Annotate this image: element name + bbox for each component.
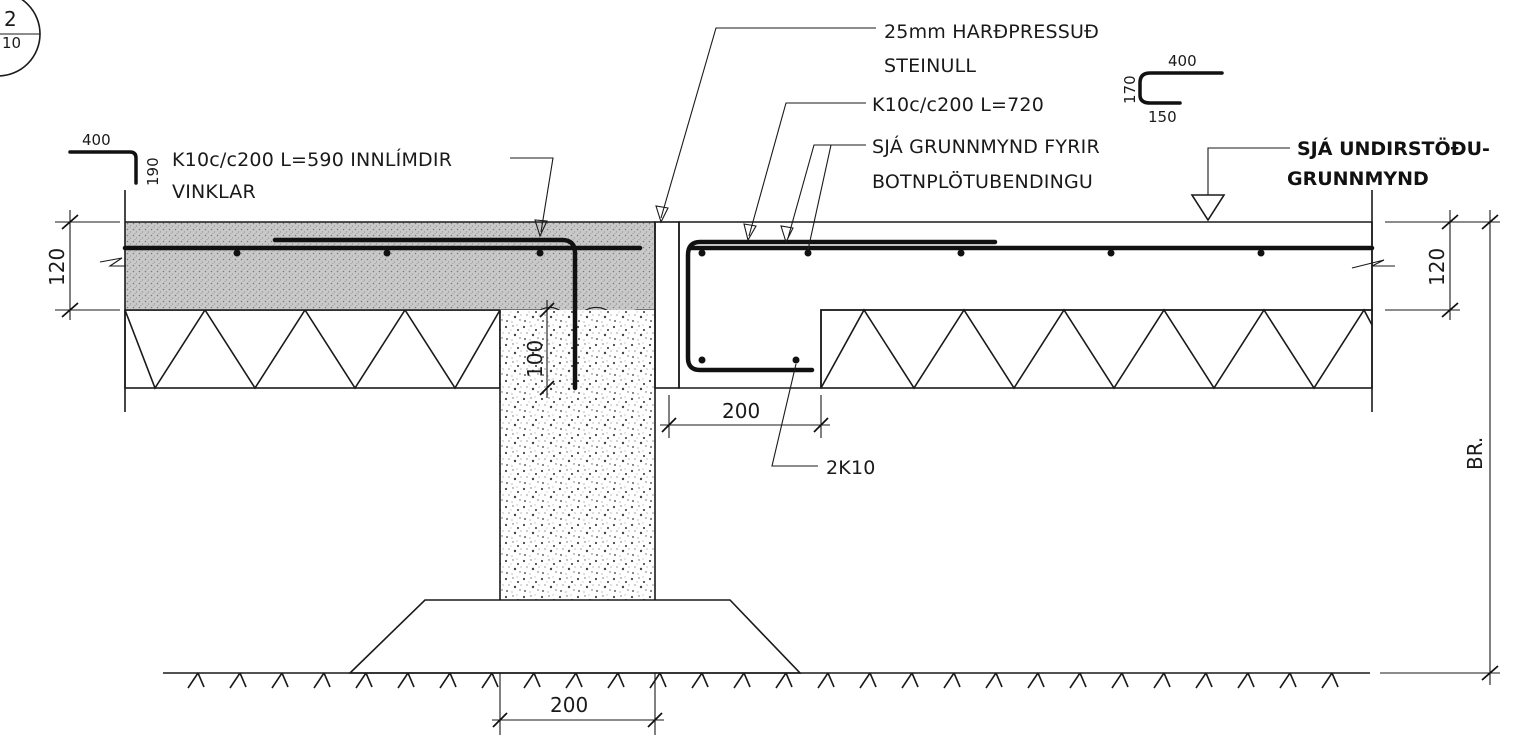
callout-number: 2 xyxy=(4,7,17,31)
bottom-bar-dot xyxy=(698,356,706,364)
bar-shape-right: 400 170 150 xyxy=(1121,52,1224,126)
rebar-dots xyxy=(233,249,1265,364)
break-symbol-left xyxy=(99,257,126,267)
foundation-wall xyxy=(500,310,655,600)
bar-shape-right-leg-a: 400 xyxy=(1168,52,1197,70)
leaders xyxy=(510,27,1290,467)
slab-left xyxy=(125,222,655,310)
rebar-u-bar-right xyxy=(685,239,998,373)
detail-callout: 2 10 xyxy=(0,0,41,77)
label-see-foundation-line1: SJÁ UNDIRSTÖÐU- xyxy=(1297,136,1490,160)
footing xyxy=(348,599,802,674)
dim-thickening-label: 200 xyxy=(722,399,760,423)
ground-line xyxy=(163,672,1370,689)
bar-shape-left-leg-b: 190 xyxy=(144,157,162,186)
dim-slab-left: 120 xyxy=(45,210,120,320)
dim-overlap: 100 xyxy=(523,300,555,398)
dim-slab-right: 120 xyxy=(1385,210,1500,320)
dim-thickening: 200 xyxy=(660,395,830,438)
insulation-left xyxy=(124,308,501,390)
bar-shape-left: 400 190 xyxy=(68,131,162,186)
callout-sheet: 10 xyxy=(2,34,21,52)
dim-slab-left-label: 120 xyxy=(45,248,69,286)
rebar-bent-angle-left xyxy=(272,237,578,391)
bar-shape-left-leg-a: 400 xyxy=(82,131,111,149)
dim-overlap-label: 100 xyxy=(523,340,547,378)
mineral-wool-strip xyxy=(654,221,680,389)
bar-shape-right-leg-c: 150 xyxy=(1148,108,1177,126)
label-insulation-line2: STEINULL xyxy=(884,55,976,77)
insulation-right xyxy=(820,308,1373,390)
dim-wall-label: 200 xyxy=(550,693,588,717)
label-see-plan-line2: BOTNPLÖTUBENDINGU xyxy=(872,170,1093,193)
label-insulation-line1: 25mm HARÐPRESSUÐ xyxy=(884,21,1099,43)
label-see-foundation-line2: GRUNNMYND xyxy=(1287,168,1429,190)
dim-depth: BR. xyxy=(1380,210,1500,685)
label-bottom-bars: 2K10 xyxy=(826,457,876,479)
dim-depth-label: BR. xyxy=(1463,437,1487,470)
label-bar-left-line2: VINKLAR xyxy=(172,181,256,203)
label-see-plan-line1: SJÁ GRUNNMYND FYRIR xyxy=(872,135,1100,158)
break-symbol-right xyxy=(1351,259,1395,269)
bar-shape-right-leg-b: 170 xyxy=(1121,75,1139,104)
bottom-bar-dot xyxy=(792,356,800,364)
label-bar-right: K10c/c200 L=720 xyxy=(872,94,1044,116)
label-bar-left-line1: K10c/c200 L=590 INNLÍMDIR xyxy=(172,148,452,171)
dim-slab-right-label: 120 xyxy=(1425,248,1449,286)
dim-wall: 200 xyxy=(492,673,664,735)
